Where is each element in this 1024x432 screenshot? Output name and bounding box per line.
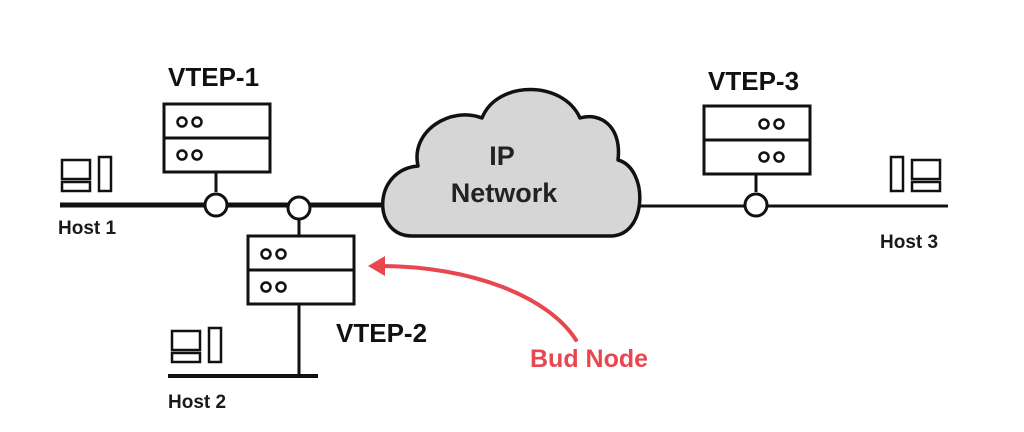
host3-computer-icon [889, 155, 942, 193]
vtep3-switch [702, 104, 812, 176]
bud-node-label: Bud Node [530, 345, 648, 373]
vtep3-connector [743, 192, 769, 218]
vtep3-label: VTEP-3 [708, 66, 799, 96]
vtep2-switch [246, 234, 356, 306]
bud-node-arrow [378, 264, 578, 342]
host3-label: Host 3 [880, 232, 938, 253]
host1-label: Host 1 [58, 218, 117, 239]
cloud-shape [381, 87, 642, 238]
vtep1-connector [203, 192, 229, 218]
vtep1-switch [162, 102, 272, 174]
vtep2-connector [286, 195, 312, 221]
host1-computer-icon [60, 155, 113, 193]
bud-node-arrowhead [368, 256, 385, 276]
cloud-label-line1: IP [489, 141, 515, 171]
ip-network-cloud: IP Network [381, 87, 642, 238]
host2-label: Host 2 [168, 392, 226, 413]
host2-computer-icon [170, 326, 223, 364]
cloud-label-line2: Network [451, 178, 559, 208]
vtep1-label: VTEP-1 [168, 62, 259, 92]
vtep2-label: VTEP-2 [336, 318, 427, 348]
